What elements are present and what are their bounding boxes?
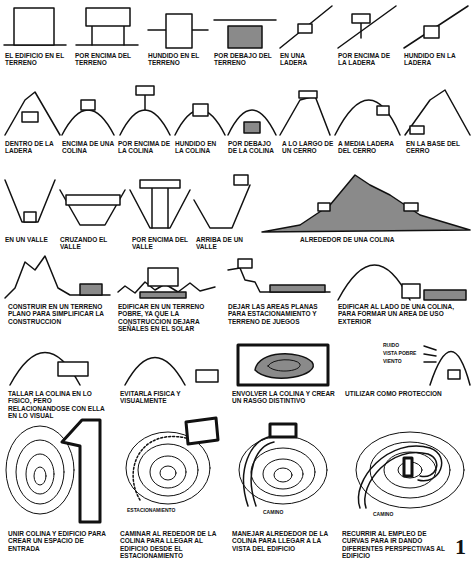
site-tag: VIENTO <box>382 359 403 365</box>
caption: ENVOLVER LA COLINA Y CREAR UN RASGO DIST… <box>232 390 336 405</box>
site-tag: ESTACIONAMIENTO <box>126 508 176 514</box>
caption: EDIFICAR EN UN TERRENO POBRE, YA QUE LA … <box>118 303 220 332</box>
caption: EVITARLA FISICA Y VISUALMENTE <box>120 390 222 405</box>
caption: POR ENCIMA DEL VALLE <box>132 236 190 251</box>
caption: POR ENCIMA DE LA LADERA <box>338 52 398 67</box>
caption: EL EDIFICIO EN EL TERRENO <box>5 52 67 67</box>
caption: A MEDIA LADERA DEL CERRO <box>338 140 402 155</box>
caption: CAMINAR AL REDEDOR DE LA COLINA PARA LLE… <box>120 530 224 559</box>
site-tag: RUIDO <box>382 343 400 349</box>
caption: CRUZANDO EL VALLE <box>60 236 126 251</box>
caption: POR ENCIMA DE LA COLINA <box>118 140 172 155</box>
site-tag: VISTA POBRE <box>382 351 417 357</box>
caption: EDIFICAR AL LADO DE UNA COLINA, PARA FOR… <box>338 303 466 325</box>
caption: HUNDIDO EN LA LADERA <box>404 52 468 67</box>
caption: DEJAR LAS AREAS PLANAS PARA ESTACIONAMIE… <box>228 303 330 325</box>
site-tag: CAMINO <box>262 510 284 516</box>
caption: UTILIZAR COMO PROTECCION <box>345 390 465 397</box>
caption: POR DEBAJO DEL TERRENO <box>214 52 276 67</box>
caption: HUNDIDO EN LA COLINA <box>175 140 225 155</box>
caption: POR ENCIMA DEL TERRENO <box>75 52 137 67</box>
caption: CONSTRUIR EN UN TERRENO PLANO PARA SIMPL… <box>8 303 112 325</box>
page-number: 1 <box>455 536 471 558</box>
caption: A LO LARGO DE UN CERRO <box>282 140 334 155</box>
caption: ENCIMA DE UNA COLINA <box>62 140 116 155</box>
caption: ARRIBA DE UN VALLE <box>196 236 254 251</box>
caption: EN LA BASE DEL CERRO <box>406 140 470 155</box>
caption: HUNDIDO EN EL TERRENO <box>148 52 208 67</box>
caption: DENTRO DE LA LADERA <box>5 140 59 155</box>
caption: POR DEBAJO DE LA COLINA <box>228 140 280 155</box>
caption: MANEJAR ALREDEDOR DE LA COLINA PARA LLEG… <box>232 530 338 552</box>
caption: TALLAR LA COLINA EN LO FISICO, PERO RELA… <box>8 390 114 419</box>
site-tag: CAMINO <box>372 512 394 518</box>
caption: UNIR COLINA Y EDIFICIO PARA CREAR UN ESP… <box>8 530 112 552</box>
caption: ALREDEDOR DE UNA COLINA <box>300 236 440 243</box>
caption: EN UN VALLE <box>5 236 59 243</box>
caption: EN UNA LADERA <box>280 52 332 67</box>
caption: RECURRIR AL EMPLEO DE CURVAS PARA IR DAN… <box>342 530 454 559</box>
